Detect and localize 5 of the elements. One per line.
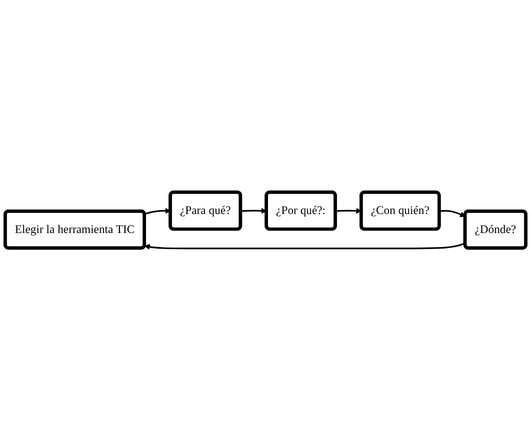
arrow: [144, 208, 171, 214]
arrow: [144, 242, 466, 250]
arrow: [336, 208, 362, 214]
arrow: [240, 208, 267, 214]
arrow: [439, 210, 466, 217]
